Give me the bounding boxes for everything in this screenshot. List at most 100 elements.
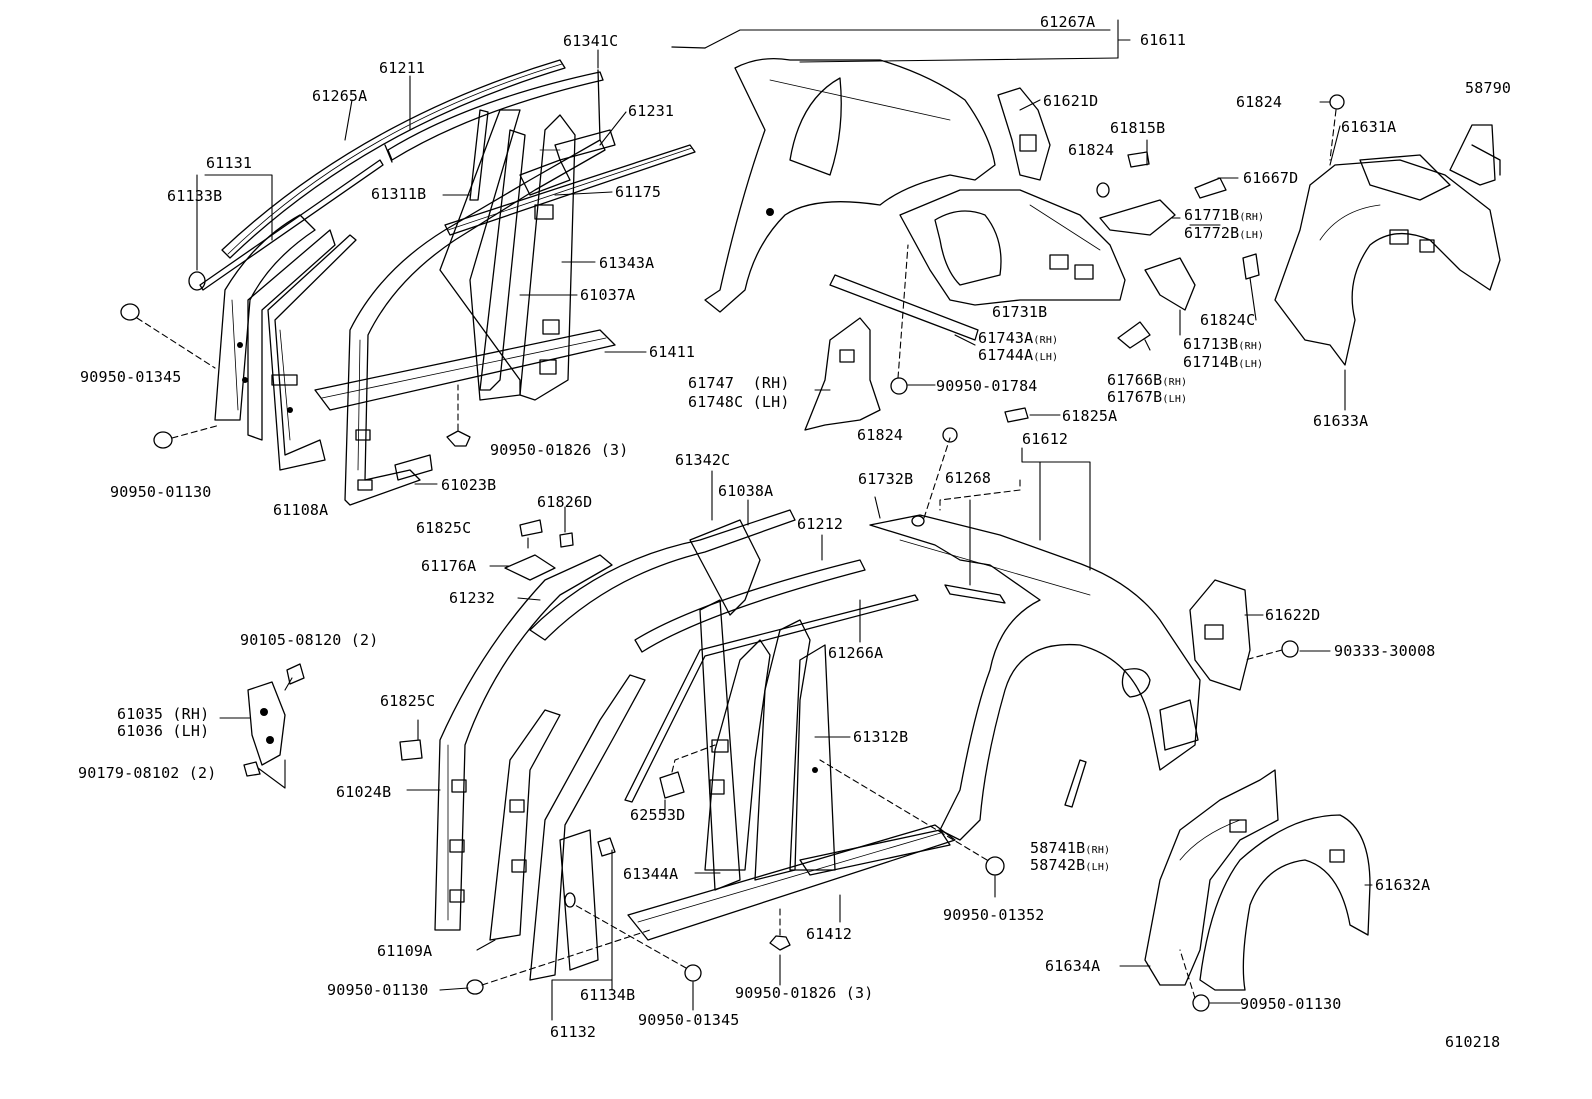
fasteners-top-left	[120, 303, 471, 449]
label-61713B: 61713B(RH)	[1183, 335, 1264, 353]
label-61344A: 61344A	[623, 865, 679, 883]
label-61343A: 61343A	[599, 254, 655, 272]
label-58742B: 58742B(LH)	[1030, 856, 1111, 874]
label-61612: 61612	[1022, 430, 1069, 448]
label-61132: 61132	[550, 1023, 597, 1041]
part-61621D-outline	[997, 87, 1051, 181]
label-61038A: 61038A	[718, 482, 774, 500]
label-90105-08120: 90105-08120 (2)	[240, 631, 379, 649]
part-61344A-outline	[704, 639, 771, 871]
part-61747-outline	[804, 317, 881, 431]
label-61621D: 61621D	[1043, 92, 1099, 110]
label-61824-b: 61824	[1236, 93, 1283, 111]
label-61743A: 61743A(RH)	[978, 329, 1059, 347]
label-61312B: 61312B	[853, 728, 909, 746]
label-61109A: 61109A	[377, 942, 433, 960]
label-61632A: 61632A	[1375, 876, 1431, 894]
label-61732B: 61732B	[858, 470, 914, 488]
label-61744A: 61744A(LH)	[978, 346, 1059, 364]
label-61108A: 61108A	[273, 501, 329, 519]
label-61341C: 61341C	[563, 32, 619, 50]
label-61714B: 61714B(LH)	[1183, 353, 1264, 371]
label-61176A: 61176A	[421, 557, 477, 575]
label-61024B: 61024B	[336, 783, 392, 801]
label-61622D: 61622D	[1265, 606, 1321, 624]
label-61667D: 61667D	[1243, 169, 1299, 187]
label-61211: 61211	[379, 59, 426, 77]
label-61231: 61231	[628, 102, 675, 120]
label-61232: 61232	[449, 589, 496, 607]
part-61311B-outline	[469, 109, 489, 201]
label-90950-01345-a: 90950-01345	[80, 368, 182, 386]
label-90950-01784: 90950-01784	[936, 377, 1038, 395]
label-61747: 61747 (RH)	[688, 374, 790, 392]
diagram-id: 610218	[1445, 1033, 1501, 1051]
part-61038A-outline	[689, 519, 761, 891]
part-61631A-outline	[1242, 94, 1501, 366]
part-58790-outline	[1449, 124, 1501, 186]
label-61134B: 61134B	[580, 986, 636, 1004]
label-61631A: 61631A	[1341, 118, 1397, 136]
label-61825C-a: 61825C	[416, 519, 472, 537]
part-61265A-outline	[221, 59, 566, 259]
label-61824-a: 61824	[1068, 141, 1115, 159]
label-61731B: 61731B	[992, 303, 1048, 321]
label-61023B: 61023B	[441, 476, 497, 494]
label-62553D: 62553D	[630, 806, 686, 824]
label-90950-01352: 90950-01352	[943, 906, 1045, 924]
part-62553D-outline	[659, 771, 685, 799]
label-90179-08102: 90179-08102 (2)	[78, 764, 217, 782]
label-61826D: 61826D	[537, 493, 593, 511]
part-61312B-outline	[754, 619, 836, 881]
label-61772B: 61772B(LH)	[1184, 224, 1265, 242]
label-61036: 61036 (LH)	[117, 722, 210, 740]
part-61024B-outline	[434, 554, 613, 931]
label-61766B: 61766B(RH)	[1107, 371, 1188, 389]
part-61023B-outline	[344, 139, 606, 506]
label-61131: 61131	[206, 154, 253, 172]
part-61109A-outline	[489, 709, 561, 941]
part-61131-outline	[199, 159, 384, 291]
part-61108A-outline	[214, 214, 357, 471]
label-61268: 61268	[945, 469, 992, 487]
label-61412: 61412	[806, 925, 853, 943]
part-61343A-outline	[439, 109, 576, 401]
label-61037A: 61037A	[580, 286, 636, 304]
part-61632A-outline	[1144, 769, 1371, 1012]
part-61132-outline	[529, 674, 646, 981]
part-61411-outline	[314, 329, 616, 411]
leader-lines	[196, 19, 1373, 1021]
label-61633A: 61633A	[1313, 412, 1369, 430]
part-61611-outline	[671, 46, 996, 313]
part-61035-outline	[243, 663, 305, 789]
label-61311B: 61311B	[371, 185, 427, 203]
part-61231-outline	[444, 144, 696, 236]
part-61731B-outline	[899, 189, 1126, 306]
part-61266A-outline	[624, 594, 919, 803]
label-61634A: 61634A	[1045, 957, 1101, 975]
label-61825A: 61825A	[1062, 407, 1118, 425]
label-61342C: 61342C	[675, 451, 731, 469]
label-61411: 61411	[649, 343, 696, 361]
label-61815B: 61815B	[1110, 119, 1166, 137]
label-61035: 61035 (RH)	[117, 705, 210, 723]
label-90950-01826-a: 90950-01826 (3)	[490, 441, 629, 459]
part-61341C-outline	[554, 69, 616, 161]
label-61824-c: 61824	[857, 426, 904, 444]
label-61748C: 61748C (LH)	[688, 393, 790, 411]
label-90950-01130-c: 90950-01130	[327, 981, 429, 999]
part-61622D-outline	[1189, 579, 1299, 691]
label-58790: 58790	[1465, 79, 1512, 97]
label-61611: 61611	[1140, 31, 1187, 49]
label-90950-01130-b: 90950-01130	[1240, 995, 1342, 1013]
part-61825C-pad	[399, 739, 423, 761]
label-61825C-b: 61825C	[380, 692, 436, 710]
label-90950-01130-a: 90950-01130	[110, 483, 212, 501]
part-61743A-outline	[829, 274, 979, 341]
label-61175: 61175	[615, 183, 662, 201]
part-61232-outline	[504, 509, 796, 641]
part-61612-outline	[869, 437, 1201, 841]
label-61266A: 61266A	[828, 644, 884, 662]
